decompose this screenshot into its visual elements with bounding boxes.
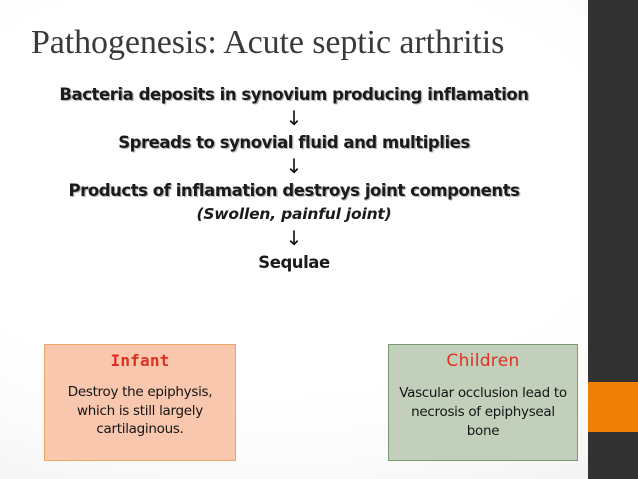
outcome-box-infant: Infant Destroy the epiphysis, which is s… bbox=[44, 344, 236, 461]
pathogenesis-flow: Bacteria deposits in synovium producing … bbox=[0, 84, 588, 273]
arrow-down-icon-2: ↓ bbox=[285, 154, 303, 179]
arrow-down-icon-1: ↓ bbox=[285, 106, 303, 131]
flow-step-2: Spreads to synovial fluid and multiplies bbox=[118, 133, 470, 153]
flow-step-3-note: (Swollen, painful joint) bbox=[196, 205, 392, 224]
outcome-box-children: Children Vascular occlusion lead to necr… bbox=[388, 344, 578, 461]
outcome-body-infant: Destroy the epiphysis, which is still la… bbox=[67, 384, 213, 438]
flow-sequelae-label: Sequlae bbox=[258, 253, 330, 273]
outcome-body-children: Vascular occlusion lead to necrosis of e… bbox=[399, 385, 567, 439]
decorative-accent-block bbox=[588, 382, 638, 432]
arrow-down-icon-3: ↓ bbox=[285, 226, 303, 251]
outcome-title-infant: Infant bbox=[110, 351, 170, 370]
page-title: Pathogenesis: Acute septic arthritis bbox=[31, 24, 505, 61]
outcome-title-children: Children bbox=[446, 351, 520, 371]
flow-step-1: Bacteria deposits in synovium producing … bbox=[59, 85, 529, 104]
flow-step-3: Products of inflamation destroys joint c… bbox=[68, 181, 520, 201]
